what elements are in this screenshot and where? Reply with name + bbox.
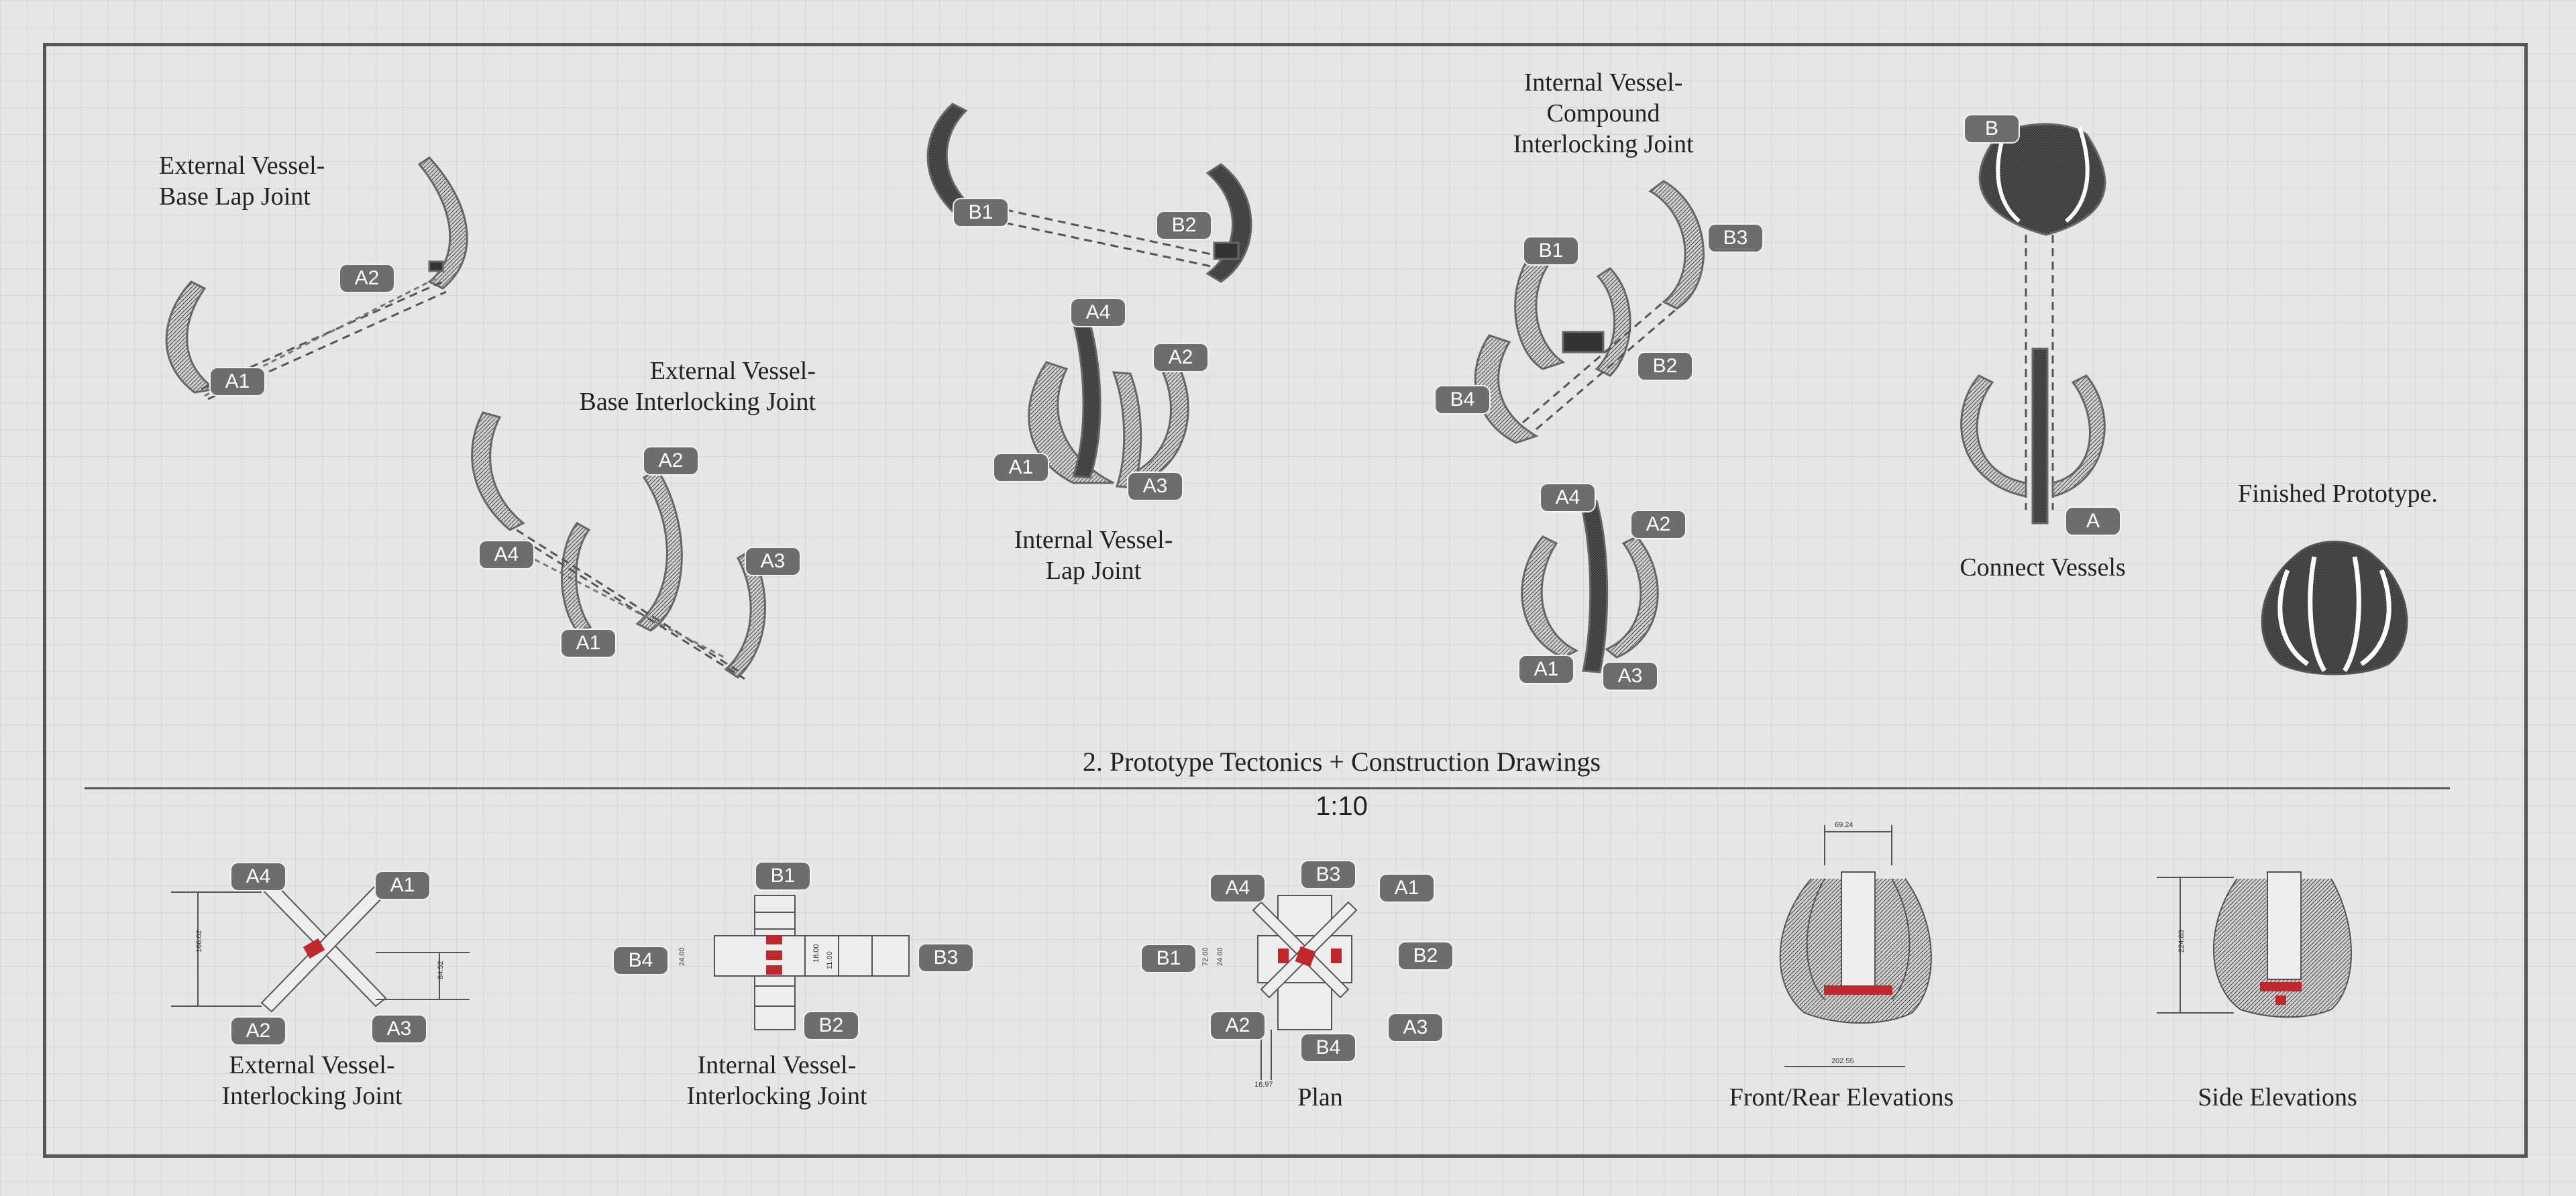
tag-plan-a4: A4 <box>1210 873 1266 903</box>
dim-side-height: 224.83 <box>2178 930 2186 953</box>
tag-plan-b3: B3 <box>1300 860 1356 889</box>
connect-title: Connect Vessels <box>1960 553 2126 582</box>
compound-title: Internal Vessel- Compound Interlocking J… <box>1462 67 1744 160</box>
tag-int-joint-b1: B1 <box>755 861 811 891</box>
connect-vessels-model <box>1960 123 2106 525</box>
tag-ext-interlock-a3: A3 <box>745 547 801 576</box>
finished-prototype-model <box>2261 541 2408 675</box>
drawing-frame <box>43 43 2528 1158</box>
dim-front-bottom: 202.55 <box>1831 1057 1854 1065</box>
tag-ext-joint-a1: A1 <box>374 871 431 900</box>
tag-compound-b3: B3 <box>1707 223 1764 253</box>
ext-interlock-title-line2: Base Interlocking Joint <box>579 388 816 416</box>
finished-title: Finished Prototype. <box>2238 480 2438 508</box>
tag-ext-lap-a1: A1 <box>209 367 266 396</box>
compound-title-line1: Internal Vessel- <box>1523 68 1683 97</box>
tag-int-joint-b3: B3 <box>918 943 974 973</box>
dim-plan-a: 72.00 <box>1201 947 1210 966</box>
tag-int-lap-a1: A1 <box>993 453 1049 482</box>
tag-ext-lap-a2: A2 <box>339 264 395 293</box>
tag-plan-a2: A2 <box>1210 1011 1266 1040</box>
dim-plan-b: 24.00 <box>1216 947 1224 966</box>
plan-drawing: 72.00 24.00 16.97 <box>1201 895 1358 1089</box>
tag-int-lap-a3: A3 <box>1127 472 1183 501</box>
tag-compound-b2: B2 <box>1637 351 1693 381</box>
tag-plan-b1: B1 <box>1140 944 1197 973</box>
plan-title: Plan <box>1297 1083 1343 1111</box>
ext-joint-drawing-title: External Vessel- Interlocking Joint <box>178 1050 446 1111</box>
compound-title-line2: Compound <box>1546 99 1660 127</box>
tag-int-lap-a2: A2 <box>1152 343 1209 372</box>
int-joint-drawing: 24.00 18.00 11.00 <box>678 895 910 1030</box>
side-title: Side Elevations <box>2198 1083 2357 1111</box>
ext-joint-drawing-title-line2: Interlocking Joint <box>221 1082 402 1110</box>
dim-front-top: 69.24 <box>1835 821 1854 829</box>
ext-lap-title-line1: External Vessel- <box>159 152 325 180</box>
tag-int-lap-a4: A4 <box>1070 298 1126 327</box>
int-lap-title-line2: Lap Joint <box>1045 557 1142 585</box>
side-elevation-drawing: 224.83 <box>2157 871 2352 1018</box>
tag-plan-a3: A3 <box>1387 1013 1444 1042</box>
ext-joint-drawing: 166.02 84.52 <box>171 879 470 1013</box>
dim-84: 84.52 <box>437 961 445 979</box>
tag-int-top-b2: B2 <box>1156 211 1212 240</box>
ext-interlock-title-line1: External Vessel- <box>649 357 816 385</box>
tag-connect-b: B <box>1964 114 2020 144</box>
ext-lap-title: External Vessel- Base Lap Joint <box>159 150 325 212</box>
front-rear-title: Front/Rear Elevations <box>1729 1083 1954 1111</box>
int-joint-drawing-title-line1: Internal Vessel- <box>697 1051 857 1079</box>
tag-plan-b2: B2 <box>1397 941 1454 971</box>
tag-compound-lower-a2: A2 <box>1630 510 1686 539</box>
ext-joint-drawing-title-line1: External Vessel- <box>229 1051 395 1079</box>
tag-ext-interlock-a4: A4 <box>478 540 535 569</box>
ext-interlock-title: External Vessel- Base Interlocking Joint <box>523 356 816 417</box>
tag-ext-joint-a4: A4 <box>230 862 286 891</box>
tag-int-top-b1: B1 <box>953 198 1009 227</box>
tag-compound-lower-a1: A1 <box>1518 655 1574 684</box>
tag-compound-lower-a3: A3 <box>1602 661 1658 691</box>
tag-plan-a1: A1 <box>1379 873 1435 903</box>
tag-compound-b4: B4 <box>1434 385 1491 415</box>
compound-joint-model <box>1474 180 1705 444</box>
tag-compound-lower-a4: A4 <box>1540 483 1596 512</box>
compound-title-line3: Interlocking Joint <box>1513 130 1694 158</box>
dim-int-b: 18.00 <box>812 944 820 963</box>
tag-ext-interlock-a1: A1 <box>560 629 616 658</box>
ext-interlock-joint-model <box>471 411 766 680</box>
tag-compound-b1: B1 <box>1523 236 1579 266</box>
front-rear-elevation-drawing: 69.24 202.55 <box>1779 821 1932 1067</box>
tag-plan-b4: B4 <box>1300 1033 1356 1063</box>
int-joint-drawing-title: Internal Vessel- Interlocking Joint <box>643 1050 911 1111</box>
tag-connect-a: A <box>2065 506 2121 536</box>
dim-166: 166.02 <box>195 930 203 953</box>
dim-plan-c: 16.97 <box>1254 1081 1273 1089</box>
int-lap-title-line1: Internal Vessel- <box>1014 526 1173 554</box>
tag-int-joint-b2: B2 <box>803 1011 859 1040</box>
tag-int-joint-b4: B4 <box>612 946 669 975</box>
int-lap-title: Internal Vessel- Lap Joint <box>966 525 1221 586</box>
tag-ext-joint-a3: A3 <box>371 1014 427 1044</box>
tag-ext-interlock-a2: A2 <box>643 446 699 476</box>
ext-lap-title-line2: Base Lap Joint <box>159 182 311 211</box>
dim-int-c: 11.00 <box>826 951 834 969</box>
scale-label: 1:10 <box>1316 792 1368 821</box>
tag-ext-joint-a2: A2 <box>230 1016 286 1046</box>
int-top-model <box>926 103 1252 283</box>
compound-lower-model <box>1521 498 1659 673</box>
dim-int-a: 24.00 <box>678 947 686 966</box>
int-joint-drawing-title-line2: Interlocking Joint <box>686 1082 867 1110</box>
section-title: 2. Prototype Tectonics + Construction Dr… <box>1082 747 1601 777</box>
